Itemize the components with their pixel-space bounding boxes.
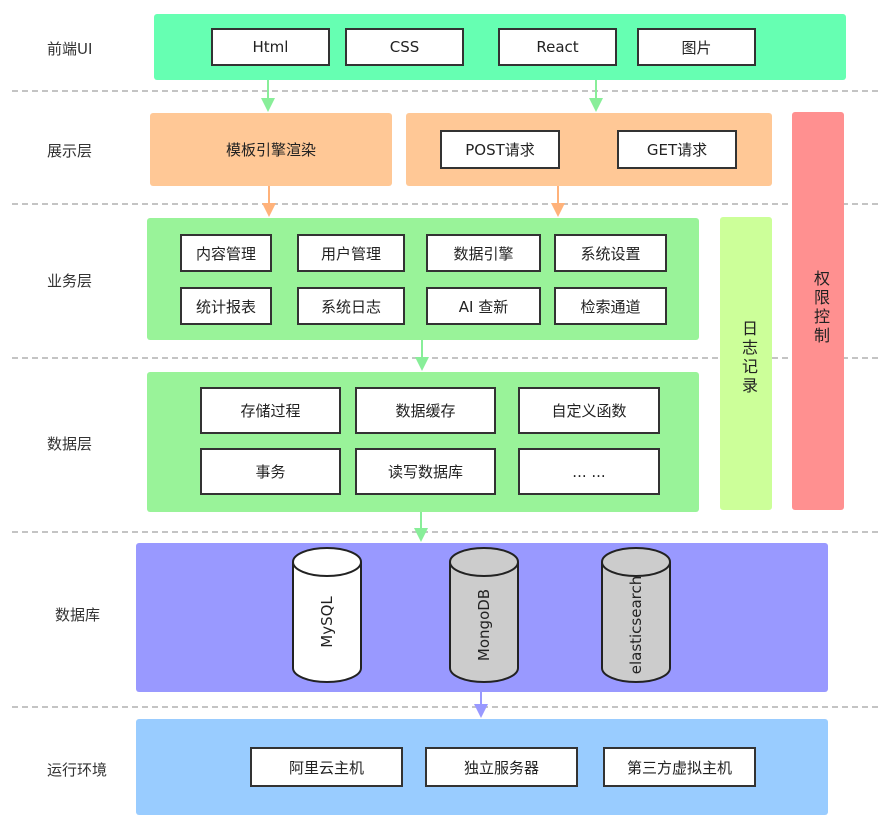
arrow-database-to-runtime: [474, 692, 488, 718]
arrow-template-to-business: [262, 186, 276, 217]
frontend-item-html: Html: [211, 28, 330, 66]
runtime-item-vps: 第三方虚拟主机: [603, 747, 756, 787]
row-label-business: 业务层: [47, 272, 93, 290]
runtime-item-aliyun: 阿里云主机: [250, 747, 403, 787]
row-label-data: 数据层: [47, 435, 93, 453]
separator: [12, 706, 878, 708]
data-item-transaction: 事务: [200, 448, 341, 495]
business-item-system-log: 系统日志: [297, 287, 405, 325]
data-item-custom-function: 自定义函数: [518, 387, 660, 434]
arrow-frontend-to-requests: [589, 80, 603, 112]
frontend-item-css: CSS: [345, 28, 464, 66]
separator: [12, 203, 878, 205]
logging-label: 日志记录: [739, 320, 758, 396]
arrow-requests-to-business: [551, 186, 565, 217]
frontend-item-react: React: [498, 28, 617, 66]
business-item-users: 用户管理: [297, 234, 405, 272]
get-request-item: GET请求: [617, 130, 737, 169]
arrow-frontend-to-template: [261, 80, 275, 112]
separator: [12, 90, 878, 92]
business-item-reports: 统计报表: [180, 287, 272, 325]
arrow-data-to-database: [414, 512, 428, 542]
data-item-read-write-db: 读写数据库: [355, 448, 496, 495]
database-band: [136, 543, 828, 692]
business-item-settings: 系统设置: [554, 234, 667, 272]
row-label-presentation: 展示层: [47, 142, 93, 160]
data-item-stored-procedure: 存储过程: [200, 387, 341, 434]
data-item-cache: 数据缓存: [355, 387, 496, 434]
business-item-content: 内容管理: [180, 234, 272, 272]
permission-band: [792, 112, 844, 510]
separator: [12, 531, 878, 533]
permission-label: 权限控制: [811, 270, 830, 346]
data-item-more: ... ...: [518, 448, 660, 495]
post-request-item: POST请求: [440, 130, 560, 169]
business-item-ai-search: AI 查新: [426, 287, 541, 325]
template-render-label: 模板引擎渲染: [225, 141, 316, 159]
row-label-database: 数据库: [55, 606, 101, 624]
business-item-retrieval: 检索通道: [554, 287, 667, 325]
business-item-data-engine: 数据引擎: [426, 234, 541, 272]
runtime-item-dedicated-server: 独立服务器: [425, 747, 578, 787]
separator: [12, 357, 878, 359]
row-label-runtime: 运行环境: [47, 761, 108, 779]
frontend-item-images: 图片: [637, 28, 756, 66]
row-label-frontend: 前端UI: [47, 40, 93, 58]
logging-band: [720, 217, 772, 510]
arrow-business-to-data: [415, 340, 429, 371]
template-render-band: [150, 113, 392, 186]
